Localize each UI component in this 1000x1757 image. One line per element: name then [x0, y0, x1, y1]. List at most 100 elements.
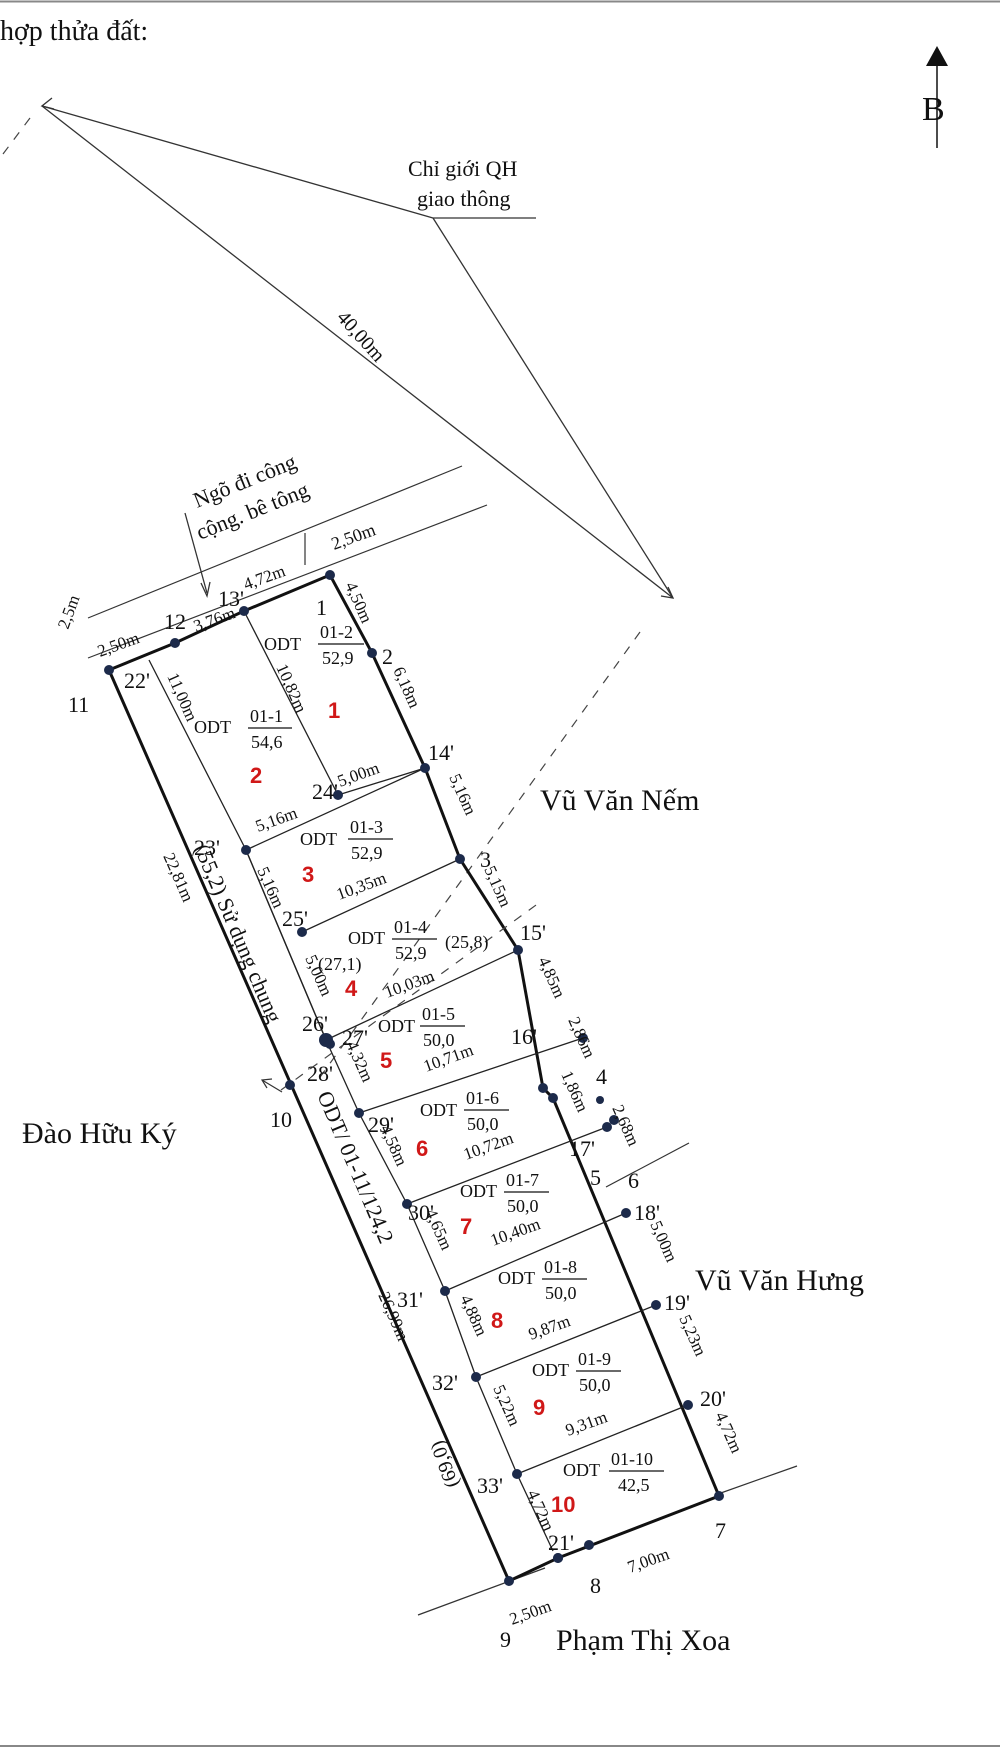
- svg-text:ODT: ODT: [264, 634, 301, 654]
- parcel-2: ODT 01-1 54,6 2: [194, 706, 292, 788]
- svg-text:32': 32': [432, 1370, 458, 1395]
- parcel-10: ODT 01-10 42,5 10: [551, 1449, 664, 1517]
- point-labels: 11 12 13' 1 2 14' 3 15' 16' 4 5 6 17' 18…: [68, 586, 726, 1652]
- svg-text:5,16m: 5,16m: [253, 803, 300, 836]
- svg-text:4,85m: 4,85m: [534, 954, 569, 1001]
- svg-text:50,0: 50,0: [507, 1196, 539, 1216]
- svg-text:5,15m: 5,15m: [480, 863, 515, 910]
- parcel-4: ODT 01-4 52,9 4: [345, 917, 437, 1001]
- neighbor-vu-van-hung: Vũ Văn Hưng: [695, 1264, 864, 1297]
- svg-text:17': 17': [569, 1136, 595, 1161]
- road-limit-lines: [40, 97, 675, 599]
- svg-text:1: 1: [316, 595, 327, 620]
- svg-text:5: 5: [590, 1165, 601, 1190]
- svg-text:2,50m: 2,50m: [95, 628, 142, 661]
- svg-text:ODT: ODT: [420, 1100, 457, 1120]
- parcel-number-9: 9: [533, 1395, 545, 1420]
- road-limit-dashed-line: [317, 631, 641, 1081]
- parcel-8: ODT 01-8 50,0 8: [491, 1257, 587, 1333]
- svg-text:16': 16': [511, 1024, 537, 1049]
- svg-text:6: 6: [628, 1168, 639, 1193]
- header-title: hợp thửa đất:: [0, 16, 148, 47]
- svg-text:5,16m: 5,16m: [445, 771, 480, 818]
- east-neighbor-line: [605, 1142, 690, 1188]
- svg-text:50,0: 50,0: [545, 1283, 577, 1303]
- svg-text:50,0: 50,0: [467, 1114, 499, 1134]
- svg-text:3: 3: [480, 847, 491, 872]
- neighbor-vu-van-nem: Vũ Văn Nếm: [540, 784, 699, 817]
- svg-text:4,32m: 4,32m: [342, 1038, 377, 1085]
- svg-text:4,58m: 4,58m: [376, 1122, 411, 1169]
- north-arrow-icon: [926, 46, 948, 66]
- svg-text:22': 22': [124, 668, 150, 693]
- svg-text:4: 4: [596, 1064, 607, 1089]
- svg-text:30': 30': [408, 1200, 434, 1225]
- svg-text:31': 31': [397, 1287, 423, 1312]
- svg-text:2,86m: 2,86m: [564, 1014, 599, 1061]
- svg-text:9,87m: 9,87m: [526, 1311, 573, 1344]
- svg-text:24': 24': [312, 779, 338, 804]
- svg-text:1,86m: 1,86m: [557, 1068, 592, 1115]
- svg-text:10,40m: 10,40m: [488, 1214, 543, 1249]
- svg-text:01-2: 01-2: [320, 622, 353, 642]
- svg-text:01-1: 01-1: [250, 706, 283, 726]
- neighbor-dao-huu-ky: Đào Hữu Ký: [22, 1117, 177, 1150]
- svg-text:28': 28': [307, 1061, 333, 1086]
- svg-text:ODT: ODT: [194, 717, 231, 737]
- svg-text:14': 14': [428, 740, 454, 765]
- alley-line-outer: [87, 465, 463, 619]
- svg-text:27': 27': [342, 1025, 368, 1050]
- svg-text:5,16m: 5,16m: [253, 864, 288, 911]
- svg-text:5,00m: 5,00m: [646, 1218, 681, 1265]
- parcel-number-4: 4: [345, 976, 358, 1001]
- svg-text:11,00m: 11,00m: [163, 670, 201, 724]
- svg-text:4,88m: 4,88m: [456, 1292, 491, 1339]
- parcel-number-1: 1: [328, 698, 340, 723]
- parcel-3: ODT 01-3 52,9 3: [300, 817, 393, 887]
- svg-text:26': 26': [302, 1011, 328, 1036]
- svg-text:15': 15': [520, 920, 546, 945]
- svg-text:2,50m: 2,50m: [507, 1596, 554, 1629]
- svg-text:5,00m: 5,00m: [335, 758, 382, 791]
- parcel-5: ODT 01-5 50,0 5: [378, 1004, 465, 1073]
- vertices: [104, 570, 724, 1586]
- svg-text:52,9: 52,9: [322, 648, 354, 668]
- parcel-number-8: 8: [491, 1308, 503, 1333]
- svg-text:4,50m: 4,50m: [341, 579, 376, 626]
- svg-text:ODT: ODT: [498, 1268, 535, 1288]
- svg-text:ODT: ODT: [563, 1460, 600, 1480]
- area-25: (25,8): [445, 932, 489, 953]
- svg-text:19': 19': [664, 1290, 690, 1315]
- svg-text:3,76m: 3,76m: [191, 603, 238, 636]
- north-label: B: [922, 91, 945, 128]
- svg-text:7: 7: [715, 1518, 726, 1543]
- svg-text:01-10: 01-10: [611, 1449, 653, 1469]
- svg-text:50,0: 50,0: [579, 1375, 611, 1395]
- svg-text:01-3: 01-3: [350, 817, 383, 837]
- north-arrow: B: [922, 46, 948, 148]
- svg-text:ODT: ODT: [460, 1181, 497, 1201]
- svg-text:52,9: 52,9: [395, 943, 427, 963]
- alley-line-inner: [87, 504, 488, 659]
- neighbor-pham-thi-xoa: Phạm Thị Xoa: [556, 1624, 730, 1657]
- area-27: (27,1): [318, 954, 362, 975]
- svg-text:42,5: 42,5: [618, 1475, 650, 1495]
- svg-text:52,9: 52,9: [351, 843, 383, 863]
- svg-text:4,72m: 4,72m: [241, 561, 288, 594]
- svg-text:18': 18': [634, 1200, 660, 1225]
- svg-text:8: 8: [590, 1573, 601, 1598]
- parcel-number-2: 2: [250, 763, 262, 788]
- svg-text:33': 33': [477, 1473, 503, 1498]
- svg-text:7,00m: 7,00m: [625, 1544, 672, 1577]
- dim-40: 40,00m: [332, 307, 389, 367]
- parcel-1: ODT 01-2 52,9 1: [264, 622, 364, 723]
- parcel-7: ODT 01-7 50,0 7: [460, 1170, 549, 1239]
- alley-width: 2,50m: [329, 519, 379, 553]
- svg-text:23': 23': [194, 835, 220, 860]
- parcel-number-6: 6: [416, 1136, 428, 1161]
- road-limit-label-1: Chỉ giới QH: [408, 156, 518, 181]
- svg-text:2,68m: 2,68m: [608, 1102, 643, 1149]
- svg-text:4,65m: 4,65m: [421, 1206, 456, 1253]
- west-arrow-icon: [260, 1078, 283, 1093]
